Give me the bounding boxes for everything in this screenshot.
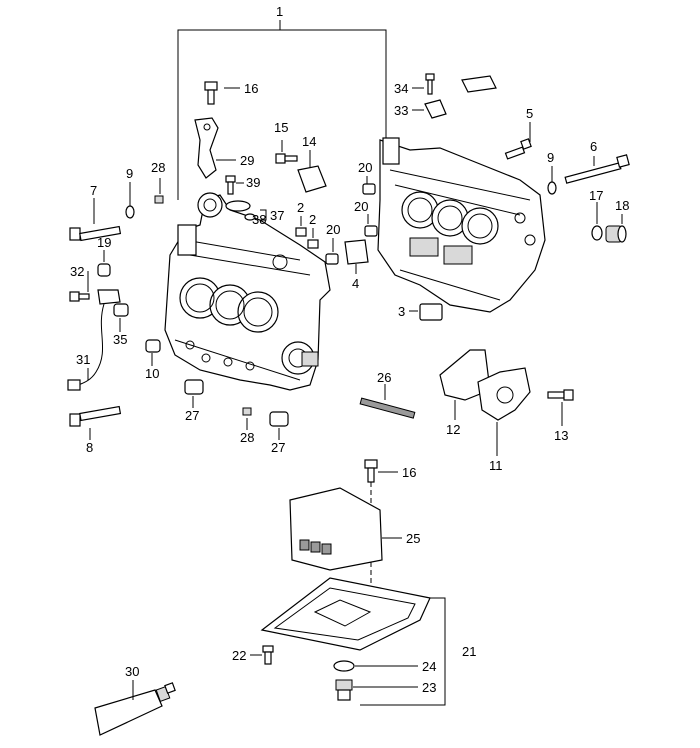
callout-27-right: 27 xyxy=(271,440,285,455)
callout-27-left: 27 xyxy=(185,408,199,423)
bolt-15 xyxy=(275,153,298,164)
washer-9-right xyxy=(547,181,557,195)
sleeve-20b xyxy=(364,225,378,237)
callout-20b: 20 xyxy=(354,199,368,214)
callout-12: 12 xyxy=(446,422,460,437)
callout-31: 31 xyxy=(76,352,90,367)
callout-33: 33 xyxy=(394,103,408,118)
baffle-25 xyxy=(289,487,383,571)
callout-11: 11 xyxy=(489,458,503,473)
cover-37 xyxy=(225,200,251,212)
callout-17: 17 xyxy=(589,188,603,203)
stud-26 xyxy=(359,397,416,419)
oring-17 xyxy=(591,225,603,241)
callout-labels: 1 16 29 39 37 38 28 15 14 2 2 20 20 20 4… xyxy=(70,4,629,695)
right-crankcase-half xyxy=(377,137,546,313)
bolt-39 xyxy=(225,175,236,195)
callout-23: 23 xyxy=(422,680,436,695)
cap-27-right xyxy=(269,411,289,427)
sleeve-19 xyxy=(97,263,111,277)
callout-3: 3 xyxy=(398,304,405,319)
dowel-2b xyxy=(307,239,319,249)
oring-38 xyxy=(244,213,256,221)
sensor-31 xyxy=(67,289,121,391)
sleeve-20c xyxy=(325,253,339,265)
bolt-8 xyxy=(69,405,122,427)
callout-2b: 2 xyxy=(309,212,316,227)
callout-28-bottom: 28 xyxy=(240,430,254,445)
oring-24 xyxy=(333,660,355,672)
bolt-22 xyxy=(262,645,274,665)
callout-13: 13 xyxy=(554,428,568,443)
callout-20c: 20 xyxy=(326,222,340,237)
washer-9-left xyxy=(125,205,135,219)
callout-19: 19 xyxy=(97,235,111,250)
callout-15: 15 xyxy=(274,120,288,135)
bolt-6 xyxy=(564,154,630,184)
bolt-7 xyxy=(69,225,122,242)
gasket-4 xyxy=(344,239,369,265)
callout-35: 35 xyxy=(113,332,127,347)
bolt-13 xyxy=(547,389,574,401)
callout-24: 24 xyxy=(422,659,436,674)
callout-9-right: 9 xyxy=(547,150,554,165)
callout-32: 32 xyxy=(70,264,84,279)
dowel-28-top xyxy=(154,195,164,204)
bolt-5 xyxy=(504,138,532,160)
callout-28-top: 28 xyxy=(151,160,165,175)
leader-lines xyxy=(87,87,623,700)
flange-plate xyxy=(461,75,497,93)
callout-8: 8 xyxy=(86,440,93,455)
bolt-32 xyxy=(69,291,90,302)
callout-22: 22 xyxy=(232,648,246,663)
sensor-33 xyxy=(424,99,447,119)
left-crankcase-half xyxy=(164,192,331,391)
callout-6: 6 xyxy=(590,139,597,154)
callout-39: 39 xyxy=(246,175,260,190)
callout-29: 29 xyxy=(240,153,254,168)
sleeve-10 xyxy=(145,339,161,353)
callout-14: 14 xyxy=(302,134,316,149)
drain-plug-23 xyxy=(335,679,353,701)
bracket-11 xyxy=(477,367,531,421)
callout-2a: 2 xyxy=(297,200,304,215)
cap-27-left xyxy=(184,379,204,395)
callout-37: 37 xyxy=(270,208,284,223)
callout-16-top: 16 xyxy=(244,81,258,96)
plug-18 xyxy=(605,225,627,243)
gasket-3 xyxy=(419,303,443,321)
assembly-bracket-1 xyxy=(177,20,387,200)
callout-26: 26 xyxy=(377,370,391,385)
cover-plate-14 xyxy=(297,165,327,193)
callout-10: 10 xyxy=(145,366,159,381)
bolt-16-top xyxy=(204,81,218,105)
oil-pan-21 xyxy=(260,577,431,651)
callout-34: 34 xyxy=(394,81,408,96)
sleeve-20a xyxy=(362,183,376,195)
bolt-16-lower xyxy=(364,459,378,483)
dowel-2a xyxy=(295,227,307,237)
callout-30: 30 xyxy=(125,664,139,679)
callout-9-left: 9 xyxy=(126,166,133,181)
callout-1: 1 xyxy=(276,4,283,19)
callout-38: 38 xyxy=(252,212,266,227)
callout-5: 5 xyxy=(526,106,533,121)
callout-20a: 20 xyxy=(358,160,372,175)
callout-21: 21 xyxy=(462,644,476,659)
bolt-34 xyxy=(425,73,435,95)
callout-7: 7 xyxy=(90,183,97,198)
bracket-29 xyxy=(194,117,219,179)
callout-18: 18 xyxy=(615,198,629,213)
dowel-28-bottom xyxy=(242,407,252,416)
callout-16-lower: 16 xyxy=(402,465,416,480)
sleeve-35 xyxy=(113,303,129,317)
callout-4: 4 xyxy=(352,276,359,291)
sealant-tube-30 xyxy=(94,682,176,736)
callout-25: 25 xyxy=(406,531,420,546)
